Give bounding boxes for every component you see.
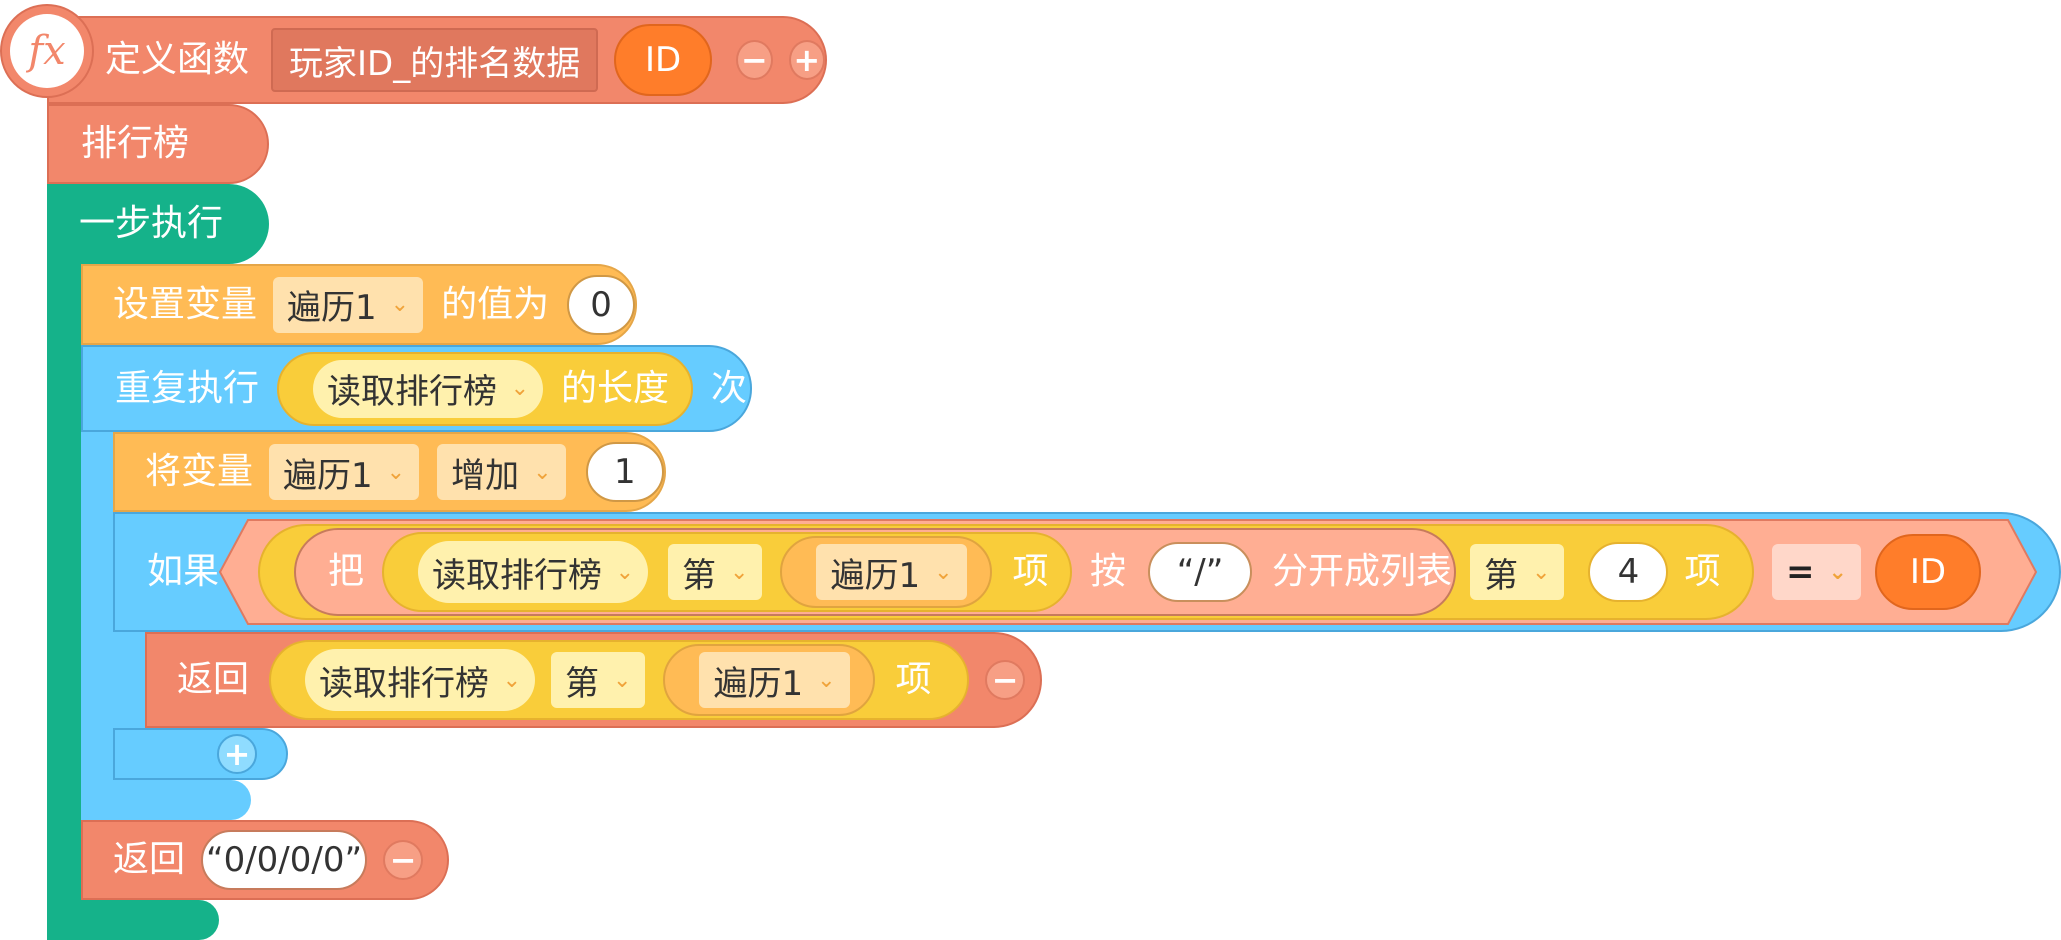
length-label: 的长度 — [561, 367, 670, 409]
operator-dropdown[interactable]: = ⌄ — [1772, 544, 1861, 600]
length-expression[interactable]: 读取排行榜 ⌄ 的长度 — [277, 351, 694, 426]
return-inner-label: 返回 — [177, 659, 250, 700]
ba-label: 把 — [328, 551, 365, 592]
change-var-block[interactable]: 将变量 遍历1 ⌄ 增加 ⌄ 1 — [113, 432, 666, 512]
minus-icon: − — [740, 41, 768, 79]
return-list-item-expression[interactable]: 读取排行榜 ⌄ 第 ⌄ 遍历1 ⌄ 项 — [269, 640, 970, 720]
chevron-down-icon: ⌄ — [386, 459, 406, 485]
separator-input[interactable]: “/” — [1148, 542, 1253, 602]
split-label: 分开成列表 — [1272, 551, 1453, 592]
read-leaderboard-dropdown[interactable]: 读取排行榜 ⌄ — [418, 541, 649, 603]
step-block-body — [47, 184, 81, 940]
chevron-down-icon: ⌄ — [817, 667, 836, 693]
return-index-mode-dropdown[interactable]: 第 ⌄ — [551, 652, 646, 708]
plus-icon: + — [223, 735, 251, 773]
comparison-row: 把 读取排行榜 ⌄ 第 ⌄ 遍历1 ⌄ 项 按 “/ — [258, 524, 2018, 620]
return-inner-remove-button[interactable]: − — [985, 660, 1026, 700]
add-param-button[interactable]: + — [788, 40, 825, 80]
return-var-reporter[interactable]: 遍历1 ⌄ — [663, 644, 876, 716]
if-block-bottom: + — [113, 728, 288, 780]
step-block-header[interactable]: 一步执行 — [47, 184, 269, 264]
define-label: 定义函数 — [105, 39, 250, 80]
leaderboard-block[interactable]: 排行榜 — [47, 104, 269, 184]
define-function-block[interactable]: 定义函数 玩家ID_的排名数据 ID − + — [47, 16, 827, 104]
step-block-label: 一步执行 — [79, 203, 224, 244]
chevron-down-icon: ⌄ — [510, 376, 530, 401]
split-expression[interactable]: 把 读取排行榜 ⌄ 第 ⌄ 遍历1 ⌄ 项 按 “/ — [294, 528, 1456, 616]
fx-icon: fx — [28, 28, 66, 74]
return-value-input[interactable]: “0/0/0/0” — [201, 830, 368, 890]
id-param-reporter[interactable]: ID — [1874, 534, 1981, 610]
param-id-pill[interactable]: ID — [614, 24, 713, 96]
return-outer-block[interactable]: 返回 “0/0/0/0” − — [81, 820, 449, 900]
minus-icon: − — [389, 841, 417, 879]
var-dropdown[interactable]: 遍历1 ⌄ — [816, 544, 967, 600]
index-mode-dropdown[interactable]: 第 ⌄ — [668, 544, 763, 600]
change-var-label: 将变量 — [145, 451, 254, 492]
step-block-bottom — [47, 900, 219, 940]
return-xiang-label: 项 — [895, 659, 932, 700]
chevron-down-icon: ⌄ — [934, 559, 953, 585]
function-name-field[interactable]: 玩家ID_的排名数据 — [271, 28, 599, 92]
repeat-label: 重复执行 — [115, 367, 260, 409]
return-outer-label: 返回 — [113, 839, 186, 880]
chevron-down-icon: ⌄ — [390, 292, 410, 317]
change-value-input[interactable]: 1 — [585, 442, 664, 502]
chevron-down-icon: ⌄ — [533, 459, 552, 485]
index-mode-dropdown-2[interactable]: 第 ⌄ — [1470, 544, 1565, 600]
xiang-label: 项 — [1012, 551, 1049, 592]
set-value-input[interactable]: 0 — [567, 274, 635, 335]
chevron-down-icon: ⌄ — [502, 667, 522, 693]
change-op-dropdown[interactable]: 增加 ⌄ — [437, 444, 566, 500]
set-var-block[interactable]: 设置变量 遍历1 ⌄ 的值为 0 — [81, 264, 637, 345]
function-icon-badge: fx — [0, 4, 94, 98]
remove-param-button[interactable]: − — [736, 40, 773, 80]
return-inner-block[interactable]: 返回 读取排行榜 ⌄ 第 ⌄ 遍历1 ⌄ 项 − — [145, 632, 1042, 728]
minus-icon: − — [991, 661, 1019, 699]
set-value-label: 的值为 — [441, 283, 550, 325]
xiang-label-2: 项 — [1684, 551, 1721, 592]
chevron-down-icon: ⌄ — [615, 559, 635, 585]
list-item-expression[interactable]: 把 读取排行榜 ⌄ 第 ⌄ 遍历1 ⌄ 项 按 “/ — [258, 524, 1754, 620]
repeat-read-leaderboard-dropdown[interactable]: 读取排行榜 ⌄ — [313, 359, 544, 418]
change-var-dropdown[interactable]: 遍历1 ⌄ — [269, 444, 420, 500]
index-input[interactable]: 4 — [1588, 542, 1669, 602]
nested-list-item-expression[interactable]: 读取排行榜 ⌄ 第 ⌄ 遍历1 ⌄ 项 — [382, 532, 1073, 612]
chevron-down-icon: ⌄ — [613, 667, 632, 693]
return-read-leaderboard-dropdown[interactable]: 读取排行榜 ⌄ — [305, 649, 536, 711]
times-label: 次 — [711, 367, 748, 409]
add-branch-button[interactable]: + — [217, 734, 257, 774]
repeat-block-bottom — [81, 780, 251, 820]
return-var-dropdown[interactable]: 遍历1 ⌄ — [699, 652, 850, 708]
return-outer-remove-button[interactable]: − — [383, 840, 424, 880]
chevron-down-icon: ⌄ — [1828, 559, 1847, 585]
leaderboard-label: 排行榜 — [81, 123, 190, 164]
repeat-block-header[interactable]: 重复执行 读取排行榜 ⌄ 的长度 次 — [81, 345, 752, 432]
chevron-down-icon: ⌄ — [730, 559, 749, 585]
if-label: 如果 — [147, 551, 220, 592]
plus-icon: + — [793, 41, 821, 79]
an-label: 按 — [1090, 551, 1127, 592]
chevron-down-icon: ⌄ — [1532, 559, 1551, 585]
set-var-label: 设置变量 — [113, 283, 258, 325]
set-var-dropdown[interactable]: 遍历1 ⌄ — [273, 276, 424, 333]
var-reporter[interactable]: 遍历1 ⌄ — [780, 536, 993, 608]
